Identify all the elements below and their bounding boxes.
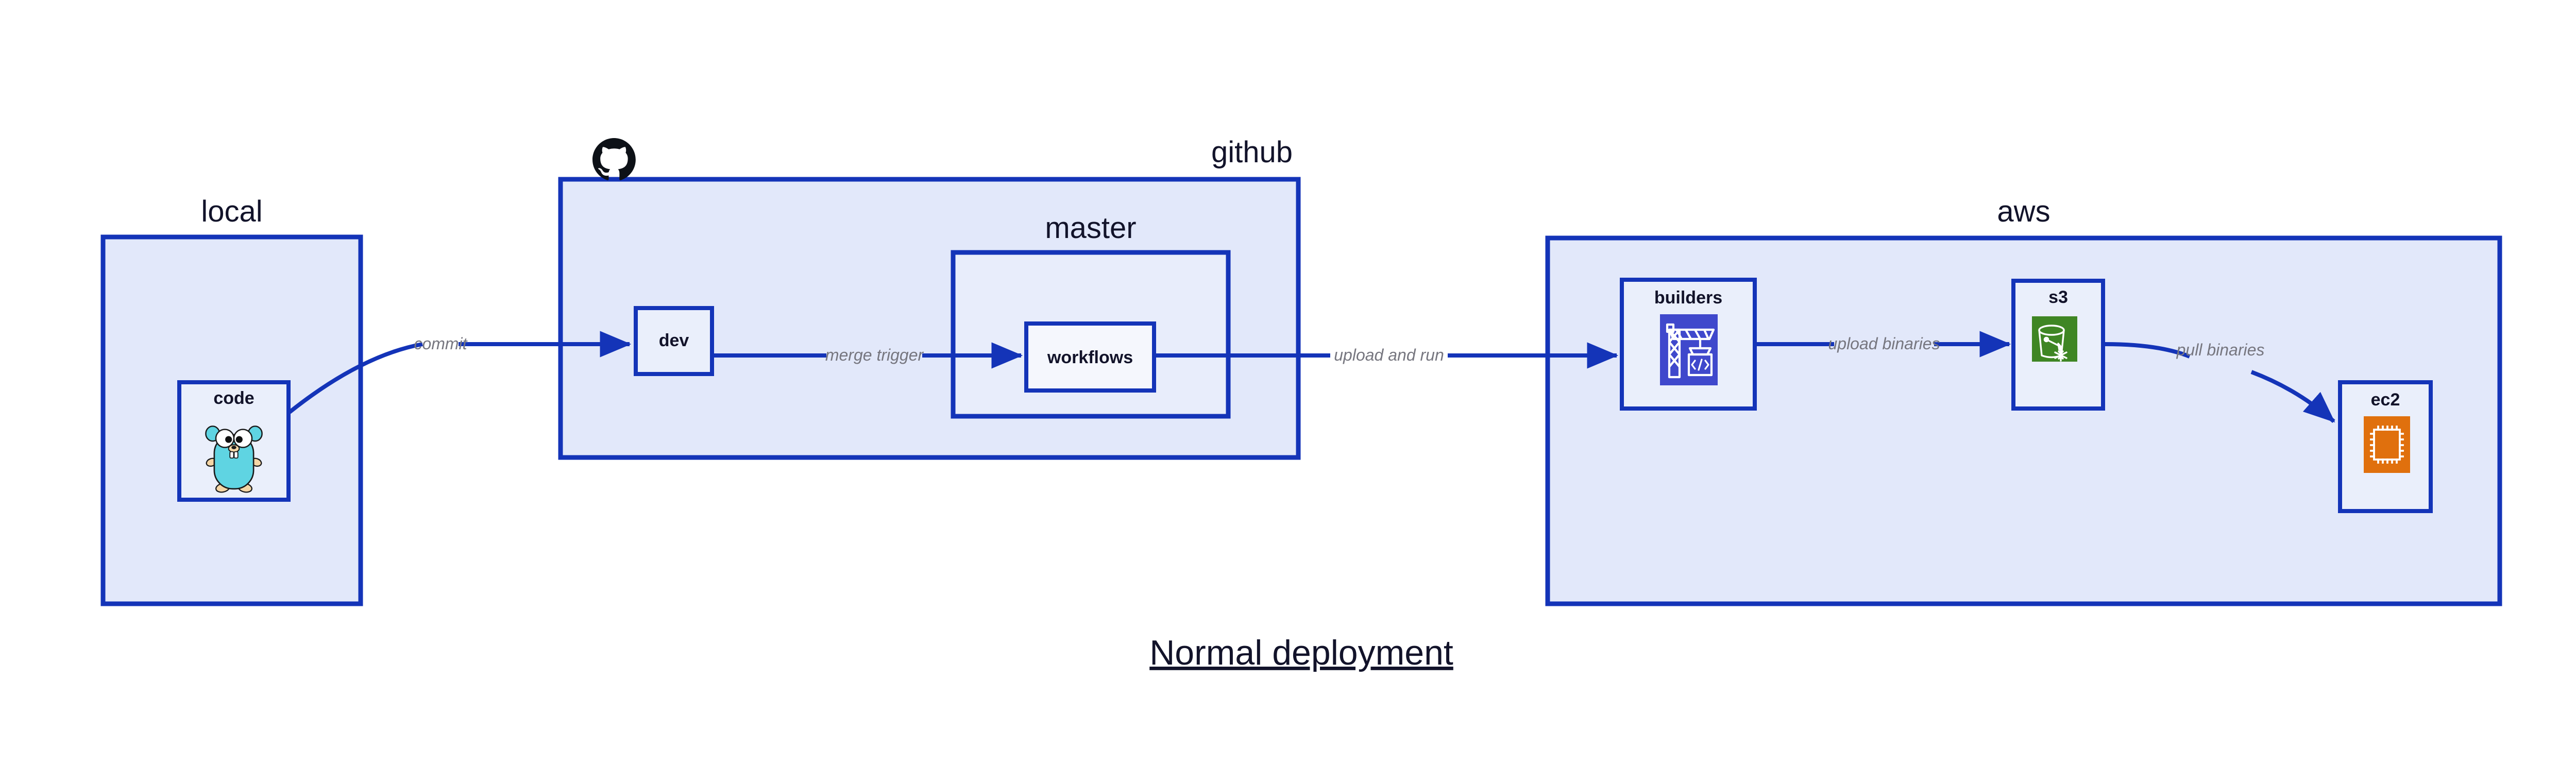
- edge-dev-to-workflows-label: merge trigger: [825, 346, 924, 364]
- group-master-label: master: [1045, 211, 1136, 245]
- edge-dev-to-workflows: merge trigger: [714, 342, 1023, 369]
- node-builders-label: builders: [1654, 288, 1722, 308]
- group-local-label: local: [201, 195, 262, 228]
- go-gopher-icon: [205, 426, 263, 493]
- group-aws-label: aws: [1997, 195, 2050, 228]
- edge-code-to-dev-label: commit: [414, 334, 467, 353]
- node-dev[interactable]: dev: [634, 306, 714, 376]
- edge-builders-to-s3-label: upload binaries: [1828, 334, 1940, 353]
- edge-s3-to-ec2-label: pull binaries: [2176, 341, 2265, 359]
- node-workflows-label: workflows: [1047, 348, 1133, 367]
- group-github-label: github: [1211, 135, 1293, 169]
- node-code[interactable]: code: [177, 380, 291, 502]
- aws-codebuild-icon: [1660, 314, 1718, 385]
- node-s3[interactable]: s3: [2011, 279, 2105, 411]
- node-s3-label: s3: [2048, 287, 2068, 307]
- edge-workflows-to-builders: upload and run: [1156, 342, 1619, 369]
- node-dev-label: dev: [659, 331, 689, 350]
- edge-s3-to-ec2: pull binaries: [2105, 341, 2335, 423]
- node-code-label: code: [213, 388, 254, 408]
- node-ec2-label: ec2: [2371, 390, 2400, 410]
- node-dev-box[interactable]: [634, 306, 714, 376]
- aws-ec2-chip-icon: [2364, 416, 2410, 473]
- edge-code-to-dev: commit: [288, 331, 632, 414]
- node-builders[interactable]: builders: [1620, 278, 1757, 411]
- edge-builders-to-s3: upload binaries: [1757, 331, 2011, 358]
- aws-s3-glacier-bucket-icon: [2032, 316, 2077, 362]
- github-octocat-icon: [592, 138, 636, 180]
- node-workflows[interactable]: workflows: [1024, 321, 1156, 393]
- node-ec2-box[interactable]: [2338, 380, 2433, 513]
- edge-workflows-to-builders-label: upload and run: [1334, 346, 1444, 364]
- node-workflows-box[interactable]: [1024, 321, 1156, 393]
- node-ec2[interactable]: ec2: [2338, 380, 2433, 513]
- page-title: Normal deployment: [1149, 633, 1453, 672]
